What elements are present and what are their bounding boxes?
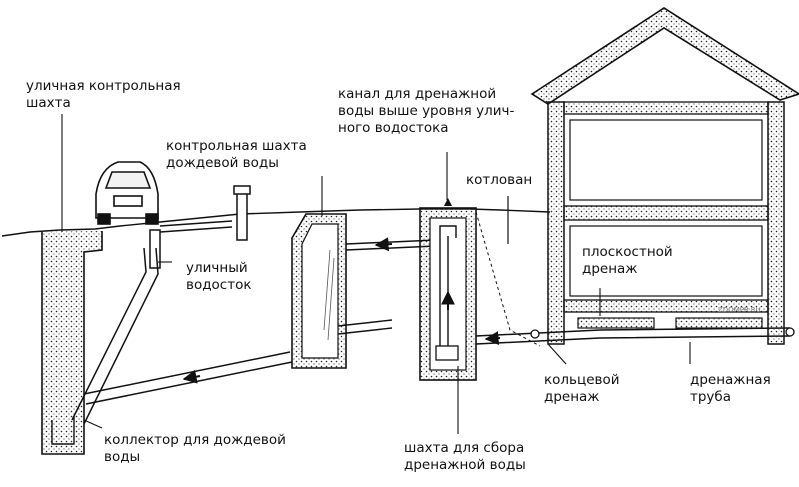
pipe-joint	[530, 329, 540, 339]
label-line: дренаж	[582, 261, 638, 277]
label-line: дренажная	[690, 372, 771, 388]
car-icon	[95, 161, 159, 225]
street-control-shaft	[41, 231, 103, 455]
house	[530, 7, 799, 345]
rain-control-shaft	[291, 213, 393, 369]
watermark: ZDOMPR.RU	[718, 306, 761, 314]
label-street-drain: уличный водосток	[186, 260, 252, 294]
label-line: труба	[690, 389, 732, 405]
label-line: шахта для сбора	[404, 440, 525, 456]
label-line: котлован	[466, 172, 533, 188]
label-line: дождевой воды	[166, 155, 279, 171]
flow-arrow	[182, 369, 201, 384]
label-line: воды выше уровня улич-	[338, 103, 515, 119]
label-line: контрольная шахта	[166, 138, 307, 154]
label-rain-control-shaft: контрольная шахта дождевой воды	[166, 138, 307, 172]
label-collector: коллектор для дождевой воды	[104, 432, 286, 466]
label-line: шахта	[26, 95, 71, 111]
label-drain-collection-shaft: шахта для сбора дренажной воды	[404, 440, 526, 474]
label-line: дренаж	[544, 389, 600, 405]
label-pit: котлован	[466, 172, 532, 189]
label-line: канал для дренажной	[338, 86, 497, 102]
flow-arrow	[484, 331, 501, 346]
label-ring-drainage: кольцевой дренаж	[544, 372, 619, 406]
label-flat-drainage: плоскостной дренаж	[582, 244, 673, 278]
label-line: ного водостока	[338, 120, 449, 136]
label-line: плоскостной	[582, 244, 673, 260]
label-street-control-shaft: уличная контрольная шахта	[26, 78, 181, 112]
label-line: дренажной воды	[404, 457, 526, 473]
label-line: водосток	[186, 277, 252, 293]
label-line: кольцевой	[544, 372, 620, 388]
flat-drainage-layer	[577, 317, 763, 329]
collector-pipe	[71, 247, 293, 425]
ring-drain-pipe	[475, 327, 791, 345]
label-line: уличная контрольная	[26, 78, 181, 94]
label-drain-channel: канал для дренажной воды выше уровня ули…	[338, 86, 514, 137]
drain-collection-shaft	[419, 198, 477, 381]
flow-arrow	[374, 237, 393, 252]
label-line: коллектор для дождевой	[104, 432, 286, 448]
label-drain-pipe: дренажная труба	[690, 372, 771, 406]
pipe-joint	[785, 327, 795, 337]
label-line: воды	[104, 449, 141, 465]
street-drain	[149, 185, 251, 269]
label-line: уличный	[186, 260, 248, 276]
leader-lines	[61, 114, 691, 434]
